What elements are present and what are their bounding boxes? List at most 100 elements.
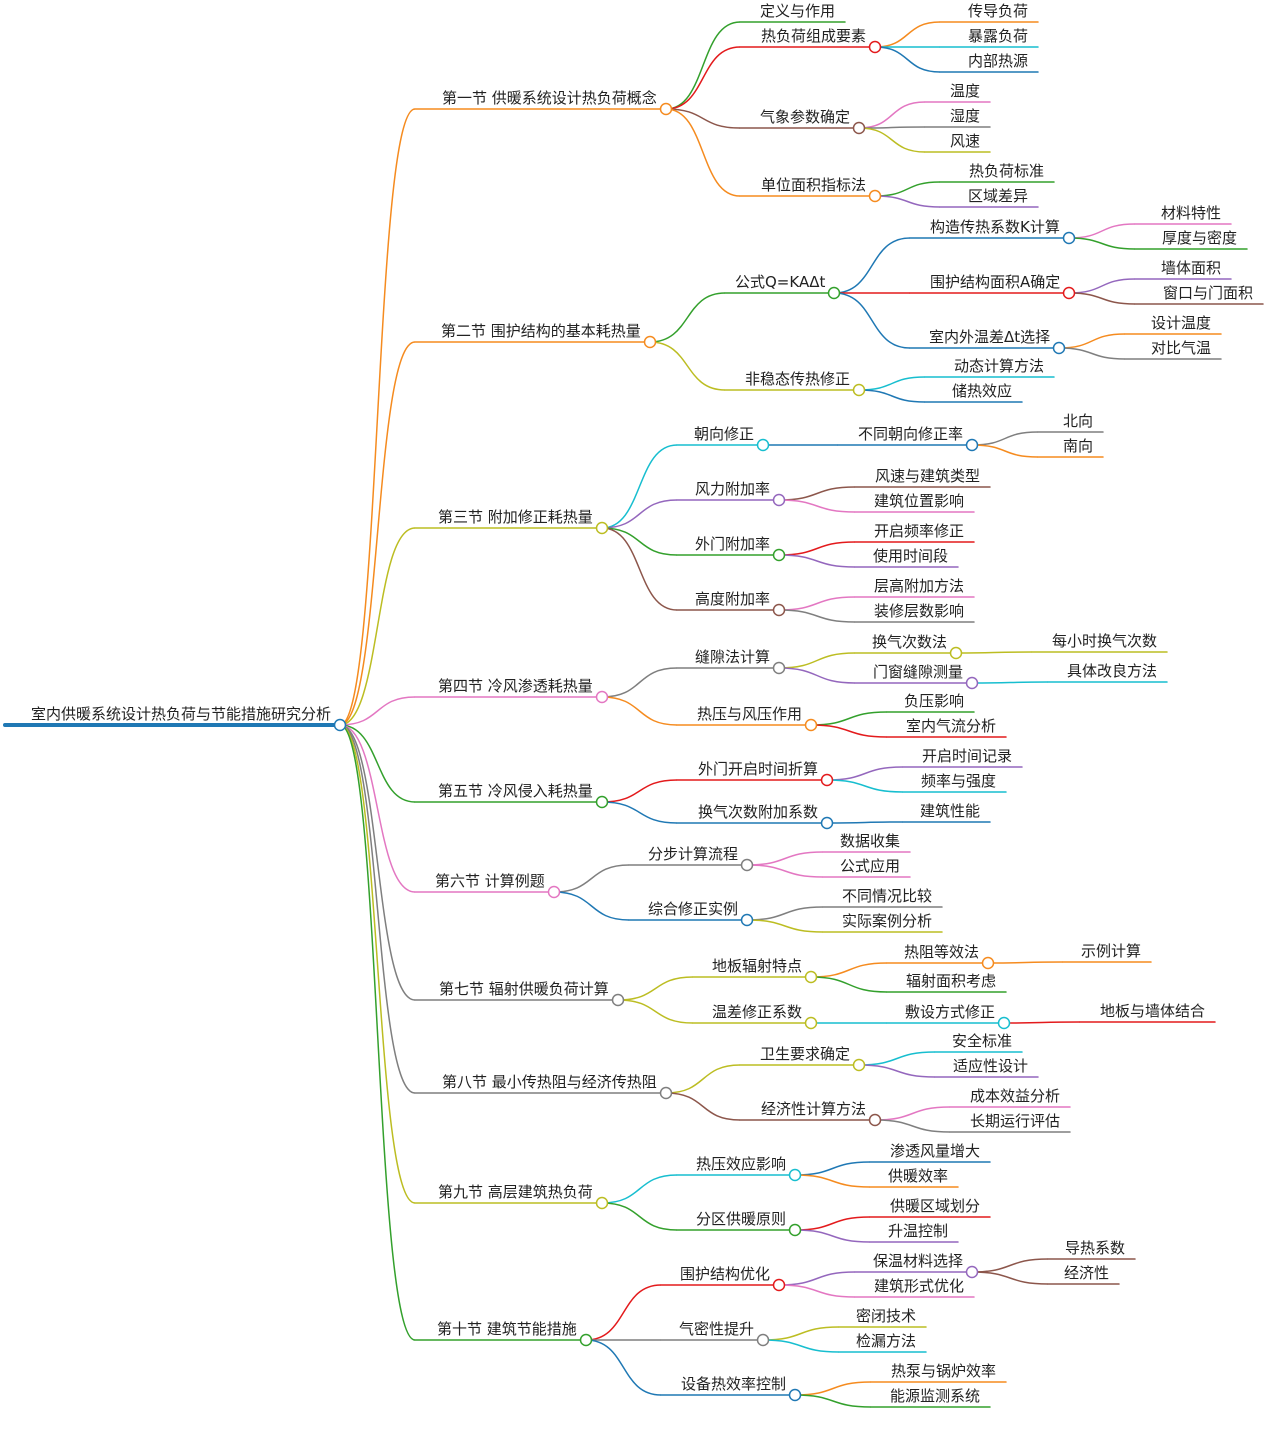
node-label-r-0-2[interactable]: 气象参数确定 <box>760 108 851 126</box>
node-label-r-0-1[interactable]: 热负荷组成要素 <box>761 27 867 45</box>
node-label-r-8-1-1[interactable]: 升温控制 <box>888 1222 949 1240</box>
toggle-circle-r-6[interactable] <box>611 993 625 1007</box>
node-label-r-6-0[interactable]: 地板辐射特点 <box>712 957 803 975</box>
node-label-r-3-1-1[interactable]: 室内气流分析 <box>906 717 997 735</box>
node-label-r-7-0-1[interactable]: 适应性设计 <box>953 1057 1029 1075</box>
toggle-circle-r-1-0-2[interactable] <box>1052 341 1066 355</box>
toggle-circle-r-4[interactable] <box>595 795 609 809</box>
node-label-r-1-0-1-1[interactable]: 窗口与门面积 <box>1163 284 1254 302</box>
node-label-r-6-0-0[interactable]: 热阻等效法 <box>904 943 980 961</box>
toggle-circle-r-2-1[interactable] <box>772 493 786 507</box>
node-label-r-3-0-0[interactable]: 换气次数法 <box>872 633 948 651</box>
node-label-r-9[interactable]: 第十节 建筑节能措施 <box>437 1320 577 1338</box>
node-label-r-0-1-2[interactable]: 内部热源 <box>968 52 1029 70</box>
node-label-r-9-1-1[interactable]: 检漏方法 <box>856 1332 917 1350</box>
node-label-r-7-1-0[interactable]: 成本效益分析 <box>970 1087 1061 1105</box>
toggle-circle-r-3-0[interactable] <box>772 661 786 675</box>
node-label-r-9-0-0-0[interactable]: 导热系数 <box>1065 1239 1126 1257</box>
node-label-r-2-2[interactable]: 外门附加率 <box>695 535 771 553</box>
node-label-r-5[interactable]: 第六节 计算例题 <box>435 872 545 890</box>
node-label-r-5-1[interactable]: 综合修正实例 <box>648 900 739 918</box>
node-label-r-4-1[interactable]: 换气次数附加系数 <box>698 803 819 821</box>
toggle-circle-r-2-3[interactable] <box>772 603 786 617</box>
node-label-r-5-0-1[interactable]: 公式应用 <box>840 857 901 875</box>
node-label-r-5-0[interactable]: 分步计算流程 <box>648 845 739 863</box>
node-label-r-6-1-0-0[interactable]: 地板与墙体结合 <box>1100 1002 1206 1020</box>
toggle-circle-r-3-1[interactable] <box>804 718 818 732</box>
node-label-r-0-2-0[interactable]: 温度 <box>950 82 981 100</box>
toggle-circle-r-3-0-0[interactable] <box>949 646 963 660</box>
node-label-r-8-1[interactable]: 分区供暖原则 <box>696 1210 787 1228</box>
toggle-circle-r-9-1[interactable] <box>756 1333 770 1347</box>
toggle-circle-r-6-1-0[interactable] <box>997 1016 1011 1030</box>
toggle-circle-r-8-1[interactable] <box>788 1223 802 1237</box>
toggle-circle-r-1-0[interactable] <box>827 286 841 300</box>
root-node-label[interactable]: 室内供暖系统设计热负荷与节能措施研究分析 <box>31 705 332 723</box>
node-label-r-7-0[interactable]: 卫生要求确定 <box>760 1045 851 1063</box>
node-label-r-1-0[interactable]: 公式Q=KAΔt <box>735 273 826 291</box>
toggle-circle-r-6-1[interactable] <box>804 1016 818 1030</box>
node-label-r-0-3-0[interactable]: 热负荷标准 <box>969 162 1045 180</box>
node-label-r-6-1[interactable]: 温差修正系数 <box>712 1003 803 1021</box>
node-label-r-4-1-0[interactable]: 建筑性能 <box>920 802 981 820</box>
toggle-circle-r-1[interactable] <box>643 335 657 349</box>
toggle-circle-r-8[interactable] <box>595 1196 609 1210</box>
toggle-circle-r-9-0-0[interactable] <box>965 1265 979 1279</box>
node-label-r-4[interactable]: 第五节 冷风侵入耗热量 <box>438 782 593 800</box>
node-label-r-1-0-0[interactable]: 构造传热系数K计算 <box>930 218 1060 236</box>
node-label-r-3-1[interactable]: 热压与风压作用 <box>697 705 803 723</box>
toggle-circle-r-6-0-0[interactable] <box>981 956 995 970</box>
toggle-circle-r-2[interactable] <box>595 521 609 535</box>
node-label-r-0[interactable]: 第一节 供暖系统设计热负荷概念 <box>442 89 657 107</box>
node-label-r-1-1-0[interactable]: 动态计算方法 <box>954 357 1045 375</box>
toggle-circle-r-7-1[interactable] <box>868 1113 882 1127</box>
node-label-r-2-0[interactable]: 朝向修正 <box>694 425 755 443</box>
toggle-circle-r-5-1[interactable] <box>740 913 754 927</box>
node-label-r-3-0-1-0[interactable]: 具体改良方法 <box>1067 662 1158 680</box>
node-label-r-6-1-0[interactable]: 敷设方式修正 <box>905 1003 996 1021</box>
node-label-r-5-0-0[interactable]: 数据收集 <box>840 832 901 850</box>
node-label-r-2-0-0[interactable]: 不同朝向修正率 <box>858 425 964 443</box>
node-label-r-5-1-1[interactable]: 实际案例分析 <box>842 912 933 930</box>
toggle-circle-r-7-0[interactable] <box>852 1058 866 1072</box>
node-label-r-9-2-0[interactable]: 热泵与锅炉效率 <box>891 1362 997 1380</box>
toggle-circle-r-8-0[interactable] <box>788 1168 802 1182</box>
node-label-r-2-1-0[interactable]: 风速与建筑类型 <box>875 467 981 485</box>
node-label-r-2-3-1[interactable]: 装修层数影响 <box>874 602 965 620</box>
node-label-r-2-3-0[interactable]: 层高附加方法 <box>874 577 965 595</box>
node-label-r-7-1[interactable]: 经济性计算方法 <box>761 1100 867 1118</box>
node-label-r-2[interactable]: 第三节 附加修正耗热量 <box>438 508 593 526</box>
node-label-r-1-1-1[interactable]: 储热效应 <box>952 382 1013 400</box>
node-label-r-2-1-1[interactable]: 建筑位置影响 <box>874 492 965 510</box>
node-label-r-1[interactable]: 第二节 围护结构的基本耗热量 <box>441 322 641 340</box>
node-label-r-0-2-2[interactable]: 风速 <box>950 132 981 150</box>
node-label-r-1-0-0-0[interactable]: 材料特性 <box>1161 204 1222 222</box>
node-label-r-7-1-1[interactable]: 长期运行评估 <box>970 1112 1061 1130</box>
node-label-r-1-0-2-0[interactable]: 设计温度 <box>1151 314 1212 332</box>
node-label-r-9-2[interactable]: 设备热效率控制 <box>681 1375 787 1393</box>
node-label-r-0-2-1[interactable]: 湿度 <box>950 107 981 125</box>
node-label-r-2-2-1[interactable]: 使用时间段 <box>873 547 949 565</box>
toggle-circle-r-2-2[interactable] <box>772 548 786 562</box>
node-label-r-7-0-0[interactable]: 安全标准 <box>952 1032 1013 1050</box>
toggle-circle-r-9-2[interactable] <box>788 1388 802 1402</box>
node-label-r-9-2-1[interactable]: 能源监测系统 <box>890 1387 981 1405</box>
toggle-circle-r-0-3[interactable] <box>868 189 882 203</box>
toggle-circle-r-9[interactable] <box>579 1333 593 1347</box>
toggle-circle-r-5[interactable] <box>547 885 561 899</box>
node-label-r-8-0-0[interactable]: 渗透风量增大 <box>890 1142 981 1160</box>
toggle-circle-r-4-1[interactable] <box>820 816 834 830</box>
toggle-circle-r-3[interactable] <box>595 690 609 704</box>
toggle-circle-r-2-0-0[interactable] <box>965 438 979 452</box>
node-label-r-2-0-0-0[interactable]: 北向 <box>1063 412 1094 430</box>
node-label-r-9-1-0[interactable]: 密闭技术 <box>856 1307 917 1325</box>
node-label-r-3[interactable]: 第四节 冷风渗透耗热量 <box>438 677 593 695</box>
toggle-circle-r-2-0[interactable] <box>756 438 770 452</box>
node-label-r-4-0[interactable]: 外门开启时间折算 <box>698 760 819 778</box>
node-label-r-2-3[interactable]: 高度附加率 <box>695 590 771 608</box>
toggle-circle-r-1-0-0[interactable] <box>1062 231 1076 245</box>
toggle-circle-r[interactable] <box>333 718 347 732</box>
node-label-r-1-0-2-1[interactable]: 对比气温 <box>1151 339 1212 357</box>
toggle-circle-r-1-1[interactable] <box>852 383 866 397</box>
toggle-circle-r-6-0[interactable] <box>804 970 818 984</box>
